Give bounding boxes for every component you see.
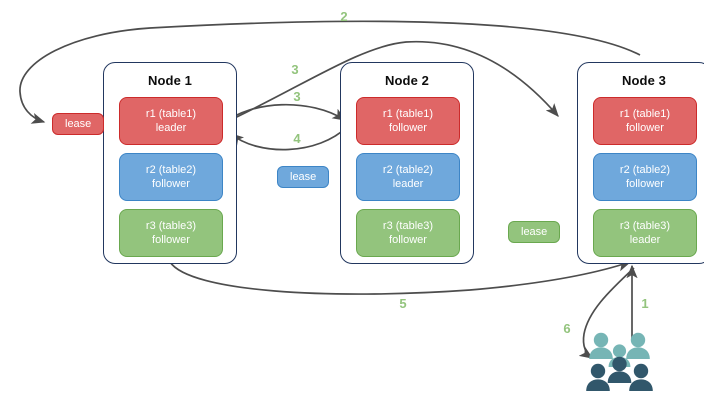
replica-name: r2 (table2) <box>145 164 197 176</box>
node-container-2[interactable]: Node 2 r1 (table1) follower r2 (table2) … <box>340 62 474 264</box>
replica-role: follower <box>152 178 190 190</box>
node-title: Node 2 <box>385 73 429 88</box>
replica-r1[interactable]: r1 (table1) follower <box>356 97 460 145</box>
replica-r2[interactable]: r2 (table2) follower <box>593 153 697 201</box>
replica-name: r1 (table1) <box>145 108 197 120</box>
edge-label-4: 4 <box>293 131 301 146</box>
replica-r3[interactable]: r3 (table3) follower <box>119 209 223 257</box>
replica-role: follower <box>389 234 427 246</box>
users-group-icon <box>586 332 653 391</box>
replica-r2[interactable]: r2 (table2) leader <box>356 153 460 201</box>
replica-name: r3 (table3) <box>382 220 434 232</box>
edge-3-lower-path <box>221 103 347 125</box>
replica-name: r3 (table3) <box>145 220 197 232</box>
replica-r1[interactable]: r1 (table1) leader <box>119 97 223 145</box>
replica-name: r2 (table2) <box>619 164 671 176</box>
replica-r3[interactable]: r3 (table3) leader <box>593 209 697 257</box>
replica-name: r3 (table3) <box>619 220 671 232</box>
replica-role: follower <box>626 178 664 190</box>
replica-name: r1 (table1) <box>619 108 671 120</box>
node-container-1[interactable]: Node 1 r1 (table1) leader r2 (table2) fo… <box>103 62 237 264</box>
node-title: Node 1 <box>148 73 192 88</box>
lease-badge-blue[interactable]: lease <box>277 166 330 188</box>
lease-badge-red[interactable]: lease <box>52 113 105 135</box>
replica-role: leader <box>392 178 424 190</box>
replica-role: follower <box>626 122 664 134</box>
edge-label-5: 5 <box>399 296 407 311</box>
edge-5-path <box>169 260 632 295</box>
edge-label-6: 6 <box>563 321 571 336</box>
replica-r2[interactable]: r2 (table2) follower <box>119 153 223 201</box>
edge-label-1: 1 <box>641 296 649 311</box>
node-title: Node 3 <box>622 73 666 88</box>
edge-label-3-lower: 3 <box>293 89 301 104</box>
replica-role: follower <box>152 234 190 246</box>
replica-role: follower <box>389 122 427 134</box>
replica-r3[interactable]: r3 (table3) follower <box>356 209 460 257</box>
replica-role: leader <box>155 122 187 134</box>
replica-r1[interactable]: r1 (table1) follower <box>593 97 697 145</box>
replica-name: r1 (table1) <box>382 108 434 120</box>
edge-label-3-upper: 3 <box>291 62 299 77</box>
edge-label-2: 2 <box>340 9 348 24</box>
replica-name: r2 (table2) <box>382 164 434 176</box>
node-container-3[interactable]: Node 3 r1 (table1) follower r2 (table2) … <box>577 62 704 264</box>
lease-badge-green[interactable]: lease <box>508 221 561 243</box>
replica-role: leader <box>629 234 661 246</box>
